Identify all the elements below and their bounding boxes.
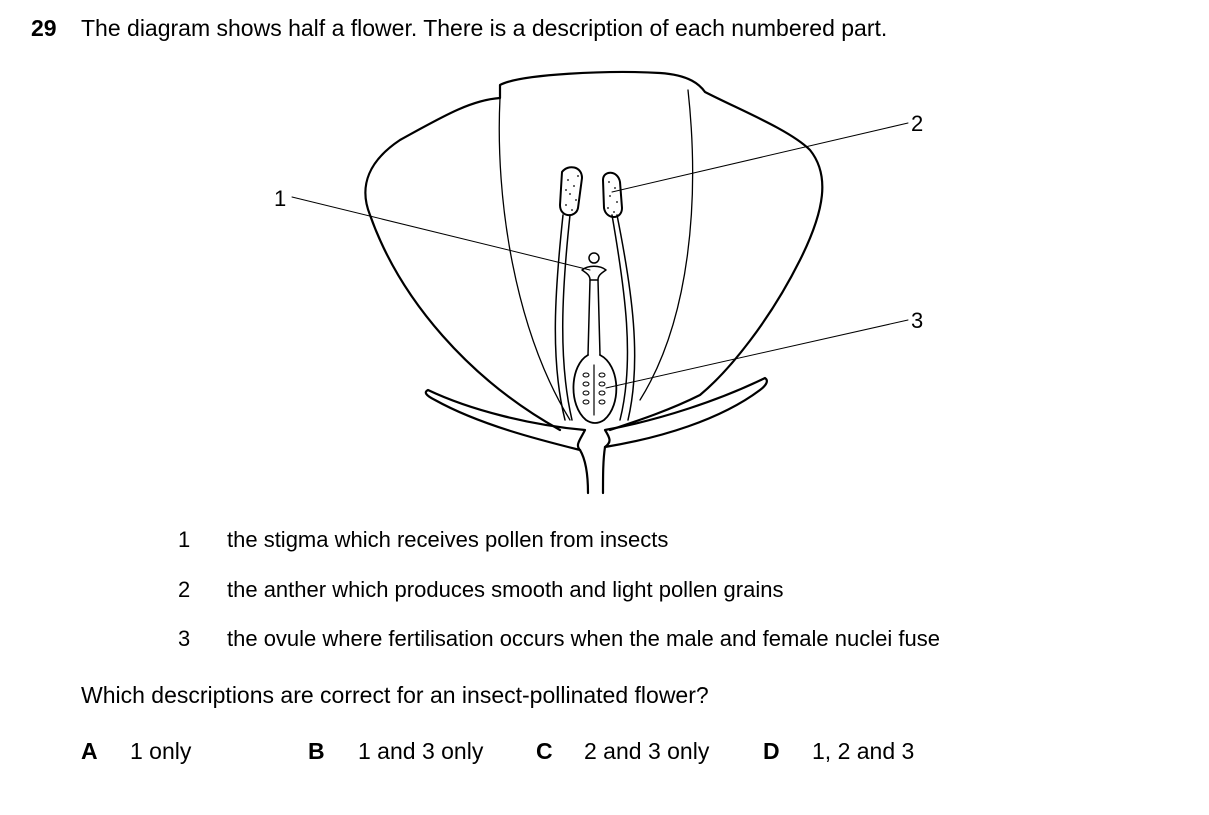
outer-petal-outline [364, 70, 824, 432]
question-text: The diagram shows half a flower. There i… [81, 15, 888, 41]
diagram-label-2: 2 [911, 111, 923, 136]
stigma [581, 265, 607, 281]
question-prompt: Which descriptions are correct for an in… [81, 682, 709, 708]
inner-petal-outline [498, 89, 694, 421]
stigma-top [588, 252, 600, 264]
option-b-text: 1 and 3 only [358, 738, 484, 764]
option-c-letter: C [536, 738, 553, 764]
description-number: 2 [178, 577, 191, 602]
option-c-text: 2 and 3 only [584, 738, 710, 764]
ovules [582, 372, 606, 405]
ovary [572, 354, 618, 424]
description-text: the anther which produces smooth and lig… [227, 577, 784, 602]
right-anther [602, 171, 623, 218]
option-b-letter: B [308, 738, 325, 764]
style [587, 279, 601, 356]
anther-stippling [565, 175, 618, 213]
left-anther [559, 166, 583, 217]
description-number: 3 [178, 626, 191, 651]
right-filament [611, 214, 636, 421]
description-text: the ovule where fertilisation occurs whe… [227, 626, 940, 651]
diagram-label-1: 1 [274, 186, 286, 211]
description-text: the stigma which receives pollen from in… [227, 527, 669, 552]
description-number: 1 [178, 527, 191, 552]
option-d-text: 1, 2 and 3 [812, 738, 915, 764]
option-a-text: 1 only [130, 738, 192, 764]
question-number: 29 [31, 15, 57, 41]
leader-line-2 [611, 122, 909, 193]
flower-stalk [578, 445, 607, 495]
left-filament [554, 214, 573, 421]
diagram-label-3: 3 [911, 308, 923, 333]
half-flower-diagram: 1 2 3 [274, 70, 923, 495]
option-a-letter: A [81, 738, 98, 764]
option-d-letter: D [763, 738, 780, 764]
leader-line-1 [291, 196, 591, 271]
leader-line-3 [605, 319, 909, 389]
